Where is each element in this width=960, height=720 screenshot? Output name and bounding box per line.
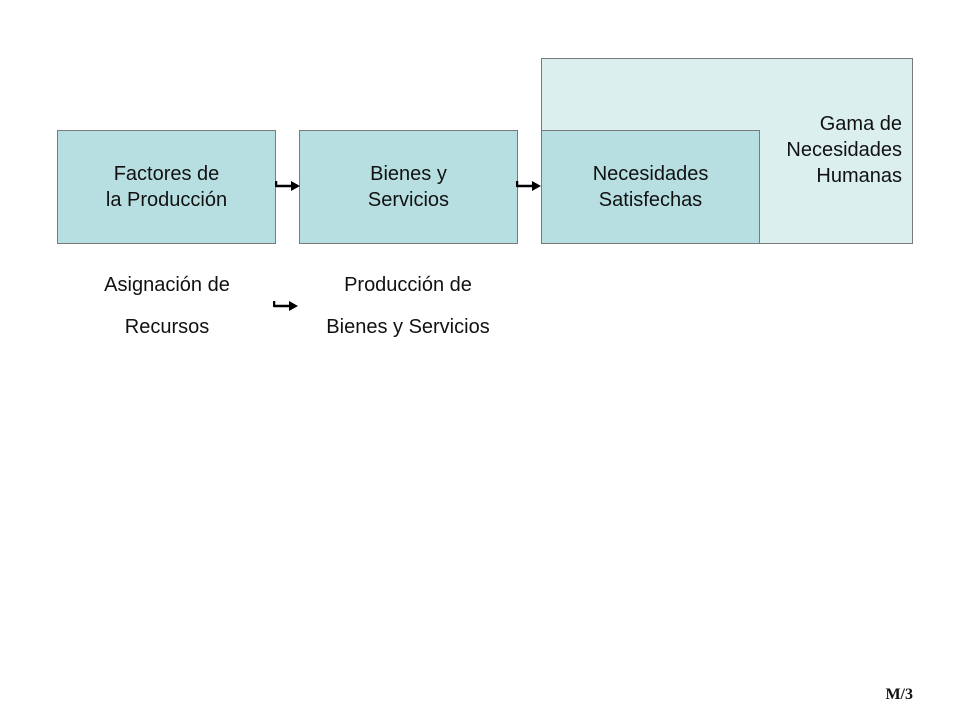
slide-code: M/3 (885, 686, 913, 703)
human-needs-range-line1: Gama de (819, 113, 902, 135)
production-factors-line2: la Producción (105, 189, 228, 211)
goods-services-line1: Bienes y (370, 163, 447, 185)
resource-allocation-line2: Recursos (124, 316, 210, 338)
satisfied-needs-line1: Necesidades (592, 163, 709, 185)
resource-allocation-caption: Asignación de Recursos (47, 264, 287, 348)
production-factors-box: Factores de la Producción (57, 130, 276, 244)
human-needs-range-label: Gama de Necesidades Humanas (786, 111, 902, 189)
goods-services-production-caption: Producción de Bienes y Servicios (288, 264, 528, 348)
resource-allocation-line1: Asignación de (104, 274, 230, 296)
goods-services-box: Bienes y Servicios (299, 130, 518, 244)
goods-services-production-line1: Producción de (344, 274, 472, 296)
human-needs-range-line3: Humanas (816, 165, 902, 187)
arrow-right-icon (275, 181, 300, 191)
arrow-right-icon (516, 181, 541, 191)
satisfied-needs-line2: Satisfechas (598, 189, 703, 211)
satisfied-needs-box: Necesidades Satisfechas (541, 130, 760, 244)
human-needs-range-line2: Necesidades (786, 139, 902, 161)
production-factors-line1: Factores de (113, 163, 220, 185)
goods-services-production-line2: Bienes y Servicios (326, 316, 490, 338)
goods-services-line2: Servicios (367, 189, 450, 211)
arrow-right-icon (273, 301, 298, 311)
